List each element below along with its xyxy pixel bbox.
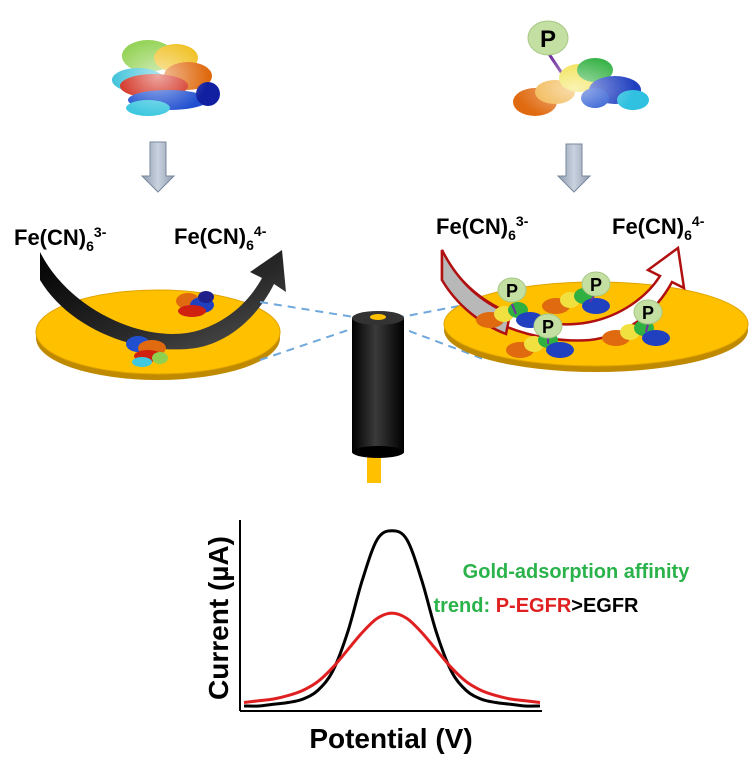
label-ferricyanide-left: Fe(CN)63-	[14, 224, 107, 254]
p-egfr-protein-top	[513, 47, 649, 122]
svg-text:Fe(CN)64-: Fe(CN)64-	[612, 213, 705, 243]
adsorbed-egfr-left-1	[176, 291, 214, 317]
phospho-marker-top: P	[527, 20, 569, 56]
electron-transfer-arrow-left	[40, 250, 286, 350]
label-ferrocyanide-left: Fe(CN)64-	[174, 223, 267, 253]
down-arrow-right	[556, 143, 592, 193]
phospho-marker-1: P	[506, 281, 518, 301]
svg-text:Fe(CN)64-: Fe(CN)64-	[174, 223, 267, 253]
x-axis-label: Potential (V)	[309, 723, 472, 754]
phospho-marker-4: P	[642, 303, 654, 323]
phospho-marker-2: P	[590, 275, 602, 295]
annotation-line-2: trend: P-EGFR>EGFR	[433, 595, 639, 617]
svg-text:Fe(CN)63-: Fe(CN)63-	[436, 213, 529, 243]
phospho-markers-right: P P P P	[497, 271, 663, 344]
phospho-marker-top-label: P	[540, 26, 556, 53]
svg-text:Fe(CN)63-: Fe(CN)63-	[14, 224, 107, 254]
series-line-black	[243, 529, 541, 708]
phospho-marker-3: P	[542, 317, 554, 337]
plot-curves	[243, 529, 541, 708]
voltammogram: Current (µA) Potential (V) Gold-adsorpti…	[203, 520, 690, 754]
egfr-protein-top	[108, 36, 220, 116]
annotation-line-1: Gold-adsorption affinity	[463, 561, 691, 583]
down-arrow-left	[140, 141, 176, 193]
adsorbed-egfr-left-2	[126, 336, 168, 367]
label-ferrocyanide-right: Fe(CN)64-	[612, 213, 705, 243]
label-ferricyanide-right: Fe(CN)63-	[436, 213, 529, 243]
series-line-red	[243, 611, 541, 704]
y-axis-label: Current (µA)	[203, 536, 234, 700]
electrode-body	[352, 311, 404, 483]
